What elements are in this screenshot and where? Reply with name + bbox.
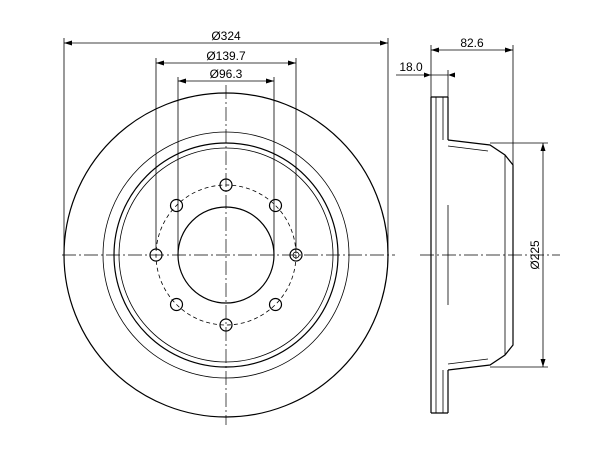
outer-diameter-label: Ø324 [211, 29, 241, 43]
hat-step-circle [118, 147, 334, 363]
arrow-head [540, 359, 546, 367]
bolt-hole [219, 178, 233, 192]
bolt-hole [268, 198, 283, 213]
hat-inner-top [447, 145, 489, 152]
bolt-hole-inner [292, 251, 300, 259]
side-view: 82.6 18.0 Ø225 [396, 36, 560, 414]
arrow-head [380, 40, 388, 46]
arrow-head [431, 47, 439, 53]
hat-outer-circle [113, 142, 339, 368]
arrow-head [288, 60, 296, 66]
bolt-hole [169, 198, 184, 213]
arrow-head [505, 47, 513, 53]
hat-profile [447, 139, 514, 371]
arrow-head [64, 40, 72, 46]
height-label: 82.6 [460, 36, 484, 50]
arrow-head [156, 60, 164, 66]
thickness-label: 18.0 [399, 60, 423, 74]
bolt-hole [219, 318, 233, 332]
center-bore-label: Ø96.3 [210, 67, 243, 81]
bolt-hole [169, 297, 184, 312]
front-view: Ø324 Ø139.7 Ø96.3 [62, 29, 395, 425]
bolt-hole [268, 297, 283, 312]
arrow-head [266, 78, 274, 84]
hat-diameter-label: Ø225 [528, 240, 542, 270]
friction-ring-inner-circle [102, 131, 350, 379]
arrow-head [540, 143, 546, 151]
arrow-head [448, 72, 455, 78]
hat-inner-bottom [447, 358, 489, 365]
bolt-circle-label: Ø139.7 [206, 49, 246, 63]
arrow-head [424, 72, 431, 78]
bolt-circle [155, 184, 297, 326]
arrow-head [178, 78, 186, 84]
